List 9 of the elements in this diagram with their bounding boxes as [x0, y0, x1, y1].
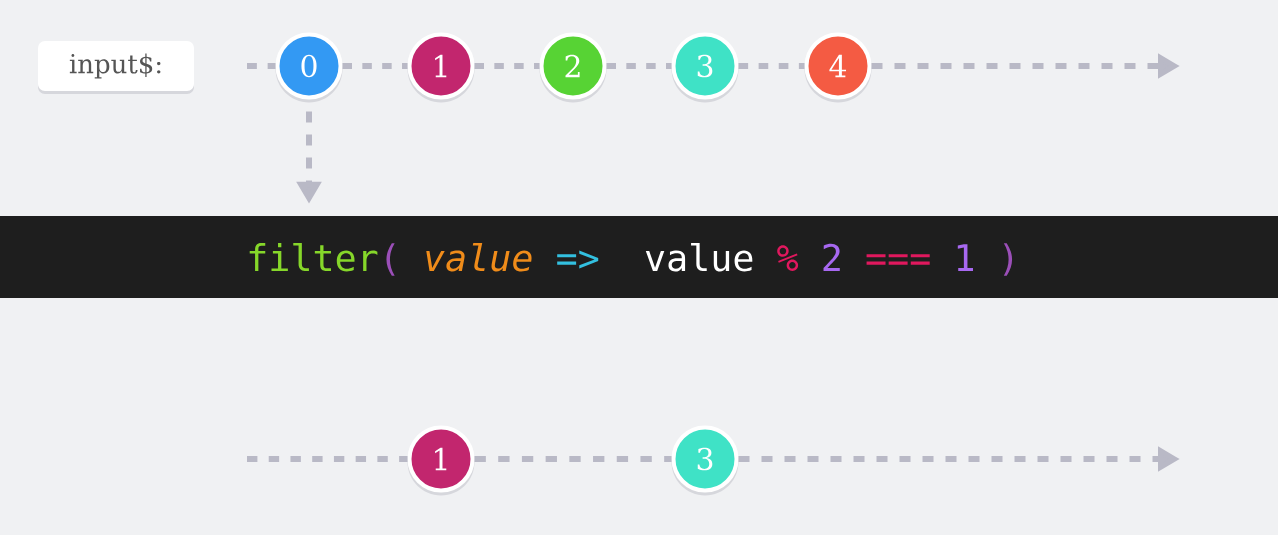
label-box: input$:: [38, 41, 194, 94]
dashed-line: [474, 63, 540, 69]
dashed-line: [738, 63, 805, 69]
dashed-line: [342, 63, 408, 69]
code-bar: filter ( value => value % 2 === 1 ): [0, 216, 1278, 298]
dashed-line: [247, 63, 276, 69]
dashed-line: [247, 456, 408, 462]
dashed-line: [474, 456, 672, 462]
dashed-line: [606, 63, 672, 69]
